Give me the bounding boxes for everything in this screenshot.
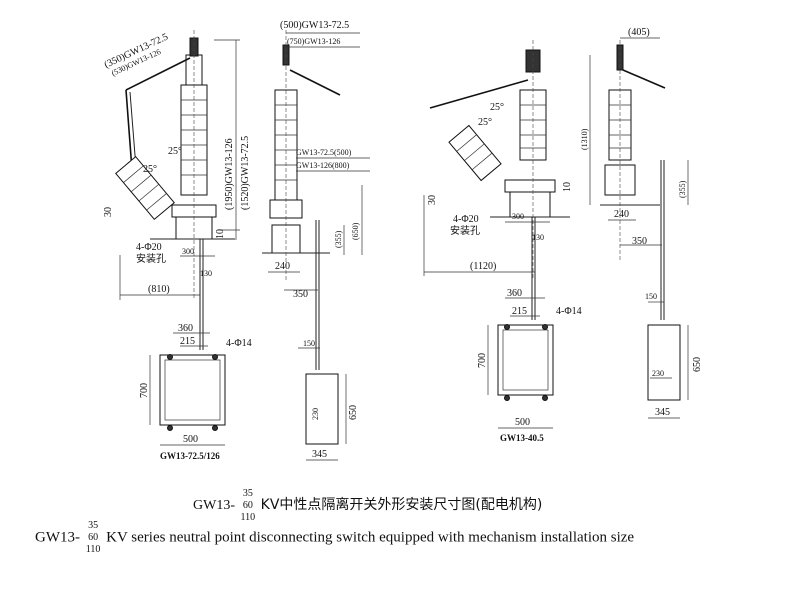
- side-arm: [289, 69, 341, 96]
- dim-215-b: 215: [512, 306, 527, 317]
- caption-chinese: GW13- 35 60 110 KV中性点隔离开关外形安装尺寸图(配电机构): [193, 488, 542, 524]
- dim-1120: (1120): [470, 261, 496, 272]
- side40-mechanism-box: [647, 324, 681, 401]
- dim-30-a: 30: [103, 207, 114, 217]
- dim-1520-label: (1520)GW13-72.5: [240, 136, 251, 210]
- dim-130-b: 130: [532, 233, 544, 242]
- dim-30-b: 30: [427, 195, 438, 205]
- mount-text-b: 安装孔: [450, 224, 480, 237]
- caption-cn-stack-top: 35: [242, 488, 253, 499]
- caption-cn-stack-bot: 110: [240, 512, 256, 523]
- box-hole-b: 4-Φ14: [556, 306, 582, 317]
- caption-en-stack-mid: 60: [88, 532, 99, 543]
- side40-arm: [622, 69, 666, 89]
- view-72-126-front: (1950)GW13-126 (1520)GW13-72.5 (350)GW13…: [103, 30, 251, 350]
- caption-cn-stack: 35 60 110: [241, 488, 256, 524]
- angle-label-c: 25°: [490, 102, 504, 113]
- front40-base: [504, 179, 556, 193]
- caption-english: GW13- 35 60 110 KV series neutral point …: [35, 520, 634, 556]
- caption-en-prefix: GW13-: [35, 529, 80, 546]
- dim-700-b: 700: [477, 353, 488, 368]
- dim-355-a: (355): [334, 230, 343, 248]
- dim-810: (810): [148, 284, 170, 295]
- dim-700-a: 700: [139, 383, 150, 398]
- front40-arm: [429, 79, 529, 109]
- caption-cn-prefix: GW13-: [193, 498, 235, 514]
- mechanism-box-40-5: 360 215 4-Φ14 700 500 GW13-40.5: [477, 288, 582, 443]
- dim-405: (405): [628, 27, 650, 38]
- dim-300-b: 300: [512, 212, 524, 221]
- caption-cn-suffix: KV中性点隔离开关外形安装尺寸图(配电机构): [260, 497, 543, 514]
- dim-360-a: 360: [178, 323, 193, 334]
- span-800-label: GW13-126(800): [296, 161, 350, 170]
- mechanism-box-72-126: 360 215 4-Φ14 700 500 GW13-72.5/126: [139, 323, 252, 461]
- view-40-5-side: (405) (355) 240 350 150 650 230 345: [600, 27, 703, 419]
- installation-drawing: (1950)GW13-126 (1520)GW13-72.5 (350)GW13…: [103, 20, 703, 461]
- dim-230-a: 230: [311, 408, 320, 420]
- top-terminal: [189, 37, 199, 57]
- dim-500-a: 500: [183, 434, 198, 445]
- dim-240-a: 240: [275, 261, 290, 272]
- arm-500-label: (500)GW13-72.5: [280, 20, 349, 31]
- dim-345-b: 345: [655, 407, 670, 418]
- dim-10-b: 10: [562, 182, 573, 192]
- model-40-5: GW13-40.5: [500, 433, 544, 443]
- box-hole-a: 4-Φ14: [226, 338, 252, 349]
- caption-en-suffix: KV series neutral point disconnecting sw…: [106, 529, 635, 546]
- dim-650p-a: (650): [351, 222, 360, 240]
- tilted-insulator: [115, 155, 175, 221]
- mount-hole-a: 4-Φ20: [136, 242, 162, 253]
- dim-350-a: 350: [293, 289, 308, 300]
- dim-1310: (1310): [580, 128, 589, 150]
- dim-150-a: 150: [303, 339, 315, 348]
- arm-750-label: (750)GW13-126: [287, 37, 340, 46]
- angle-label-b: 25°: [143, 164, 157, 175]
- dim-300-a: 300: [182, 247, 194, 256]
- front40-tilted-insulator: [448, 124, 502, 182]
- dim-500-b: 500: [515, 417, 530, 428]
- side-base: [269, 199, 303, 219]
- dim-130-a: 130: [200, 269, 212, 278]
- dim-345-a: 345: [312, 449, 327, 460]
- dim-230-b: 230: [652, 369, 664, 378]
- dim-360-b: 360: [507, 288, 522, 299]
- dim-355-b: (355): [678, 180, 687, 198]
- dim-10-a: 10: [215, 229, 226, 239]
- dim-1950-label: (1950)GW13-126: [224, 138, 235, 210]
- caption-en-stack-top: 35: [88, 520, 99, 531]
- side-mechanism-box: [305, 373, 339, 445]
- dim-150-b: 150: [645, 292, 657, 301]
- caption-cn-stack-mid: 60: [242, 500, 253, 511]
- span-500-label: GW13-72.5(500): [296, 148, 352, 157]
- angle-label-a: 25°: [168, 146, 182, 157]
- dim-650-a: 650: [348, 405, 359, 420]
- switch-arm: [125, 57, 191, 91]
- mechanism-box: [159, 354, 226, 426]
- mount-hole-b: 4-Φ20: [453, 214, 479, 225]
- angle-label-d: 25°: [478, 117, 492, 128]
- view-72-126-side: (500)GW13-72.5 (750)GW13-126 GW13-72.5(5…: [262, 20, 370, 461]
- dim-215-a: 215: [180, 336, 195, 347]
- model-72-126: GW13-72.5/126: [160, 451, 220, 461]
- mechanism-box-b: [497, 324, 554, 396]
- caption-en-stack: 35 60 110: [86, 520, 101, 556]
- dim-650-b: 650: [692, 357, 703, 372]
- dim-240-b: 240: [614, 209, 629, 220]
- dim-350-b: 350: [632, 236, 647, 247]
- caption-en-stack-bot: 110: [85, 544, 101, 555]
- mount-text-a: 安装孔: [136, 252, 166, 265]
- view-40-5-front: (1310) 25° 25° 30 10 4-Φ20 安装孔 300 130 (…: [423, 40, 591, 320]
